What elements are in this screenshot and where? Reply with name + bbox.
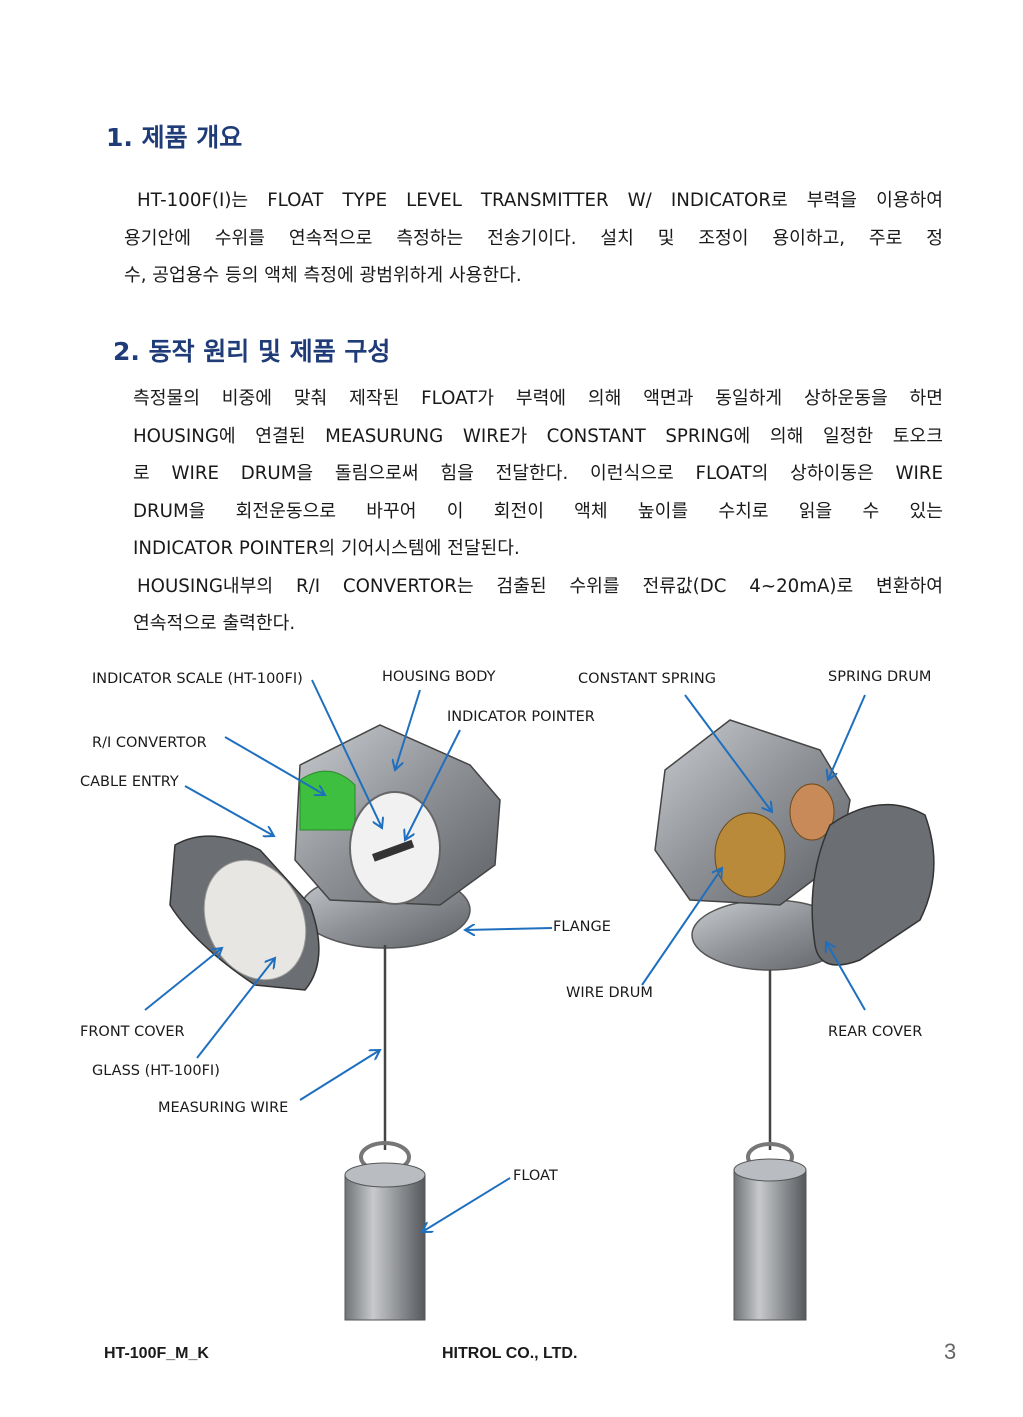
paragraph-line: 연속적으로 출력한다. [133, 613, 296, 634]
paragraph-line: HOUSING에 연결된 MEASURUNG WIRE가 CONSTANT SP… [133, 425, 943, 447]
arrow-front-cover [144, 948, 222, 1011]
label-ri-convertor: R/I CONVERTOR [92, 735, 207, 751]
arrow-rear-cover [826, 942, 866, 1011]
label-float: FLOAT [513, 1168, 558, 1184]
glass [203, 859, 307, 981]
label-wire-drum: WIRE DRUM [566, 985, 653, 1001]
label-constant-spring: CONSTANT SPRING [578, 671, 716, 687]
indicator-pointer [372, 839, 415, 862]
callout-arrows [144, 679, 866, 1232]
right-float [733, 1169, 807, 1321]
label-glass: GLASS (HT-100FI) [92, 1063, 220, 1079]
arrow-wire-drum [641, 868, 722, 986]
section-2-title: 2. 동작 원리 및 제품 구성 [113, 337, 391, 366]
rear-cover [811, 803, 935, 966]
right-unit [654, 719, 935, 1321]
spring-drum [789, 783, 835, 841]
section-2-body: 측정물의 비중에 맞춰 제작된 FLOAT가 부력에 의해 액면과 동일하게 상… [133, 380, 943, 643]
paragraph-line: DRUM을 회전운동으로 바꾸어 이 회전이 액체 높이를 수치로 읽을 수 있… [133, 500, 943, 522]
arrow-constant-spring [684, 694, 772, 812]
left-unit [169, 724, 501, 1321]
arrow-glass [196, 958, 275, 1059]
label-rear-cover: REAR COVER [828, 1024, 923, 1040]
arrow-ri-convertor [224, 736, 325, 795]
paragraph-line: HOUSING내부의 R/I CONVERTOR는 검출된 수위를 전류값(DC… [137, 575, 943, 597]
paragraph-line: 측정물의 비중에 맞춰 제작된 FLOAT가 부력에 의해 액면과 동일하게 상… [133, 388, 943, 409]
arrow-spring-drum [828, 694, 866, 780]
arrow-housing-body [395, 689, 421, 770]
paragraph-line: INDICATOR POINTER의 기어시스템에 전달된다. [133, 538, 520, 559]
arrow-measuring-wire [299, 1050, 380, 1101]
label-cable-entry: CABLE ENTRY [80, 774, 179, 790]
arrow-indicator-scale [311, 679, 382, 828]
wire-drum [714, 812, 786, 898]
float [344, 1174, 426, 1321]
label-flange: FLANGE [553, 919, 611, 935]
arrow-indicator-pointer [405, 729, 461, 840]
paragraph-line: 수, 공업용수 등의 액체 측정에 광범위하게 사용한다. [124, 265, 522, 286]
section-1-title: 1. 제품 개요 [106, 123, 243, 152]
float-top [344, 1162, 426, 1188]
paragraph-line: 로 WIRE DRUM을 돌림으로써 힘을 전달한다. 이런식으로 FLOAT의… [133, 463, 943, 484]
paragraph-line: HT-100F(I)는 FLOAT TYPE LEVEL TRANSMITTER… [137, 190, 943, 211]
label-housing-body: HOUSING BODY [382, 669, 496, 685]
product-illustration [144, 679, 935, 1321]
paragraph-line: 용기안에 수위를 연속적으로 측정하는 전송기이다. 설치 및 조정이 용이하고… [124, 227, 943, 249]
label-indicator-pointer: INDICATOR POINTER [447, 709, 595, 725]
label-front-cover: FRONT COVER [80, 1024, 185, 1040]
section-1-body: HT-100F(I)는 FLOAT TYPE LEVEL TRANSMITTER… [124, 182, 943, 295]
label-indicator-scale: INDICATOR SCALE (HT-100FI) [92, 671, 303, 687]
page-number: 3 [944, 1339, 957, 1364]
arrow-float [422, 1177, 511, 1232]
right-float-top [733, 1158, 807, 1182]
ri-convertor [299, 770, 356, 831]
arrow-cable-entry [184, 785, 274, 836]
footer-doc-code: HT-100F_M_K [104, 1345, 209, 1362]
footer-company: HITROL CO., LTD. [442, 1345, 578, 1362]
label-spring-drum: SPRING DRUM [828, 669, 932, 685]
arrow-flange [465, 928, 553, 930]
label-measuring-wire: MEASURING WIRE [158, 1100, 289, 1116]
